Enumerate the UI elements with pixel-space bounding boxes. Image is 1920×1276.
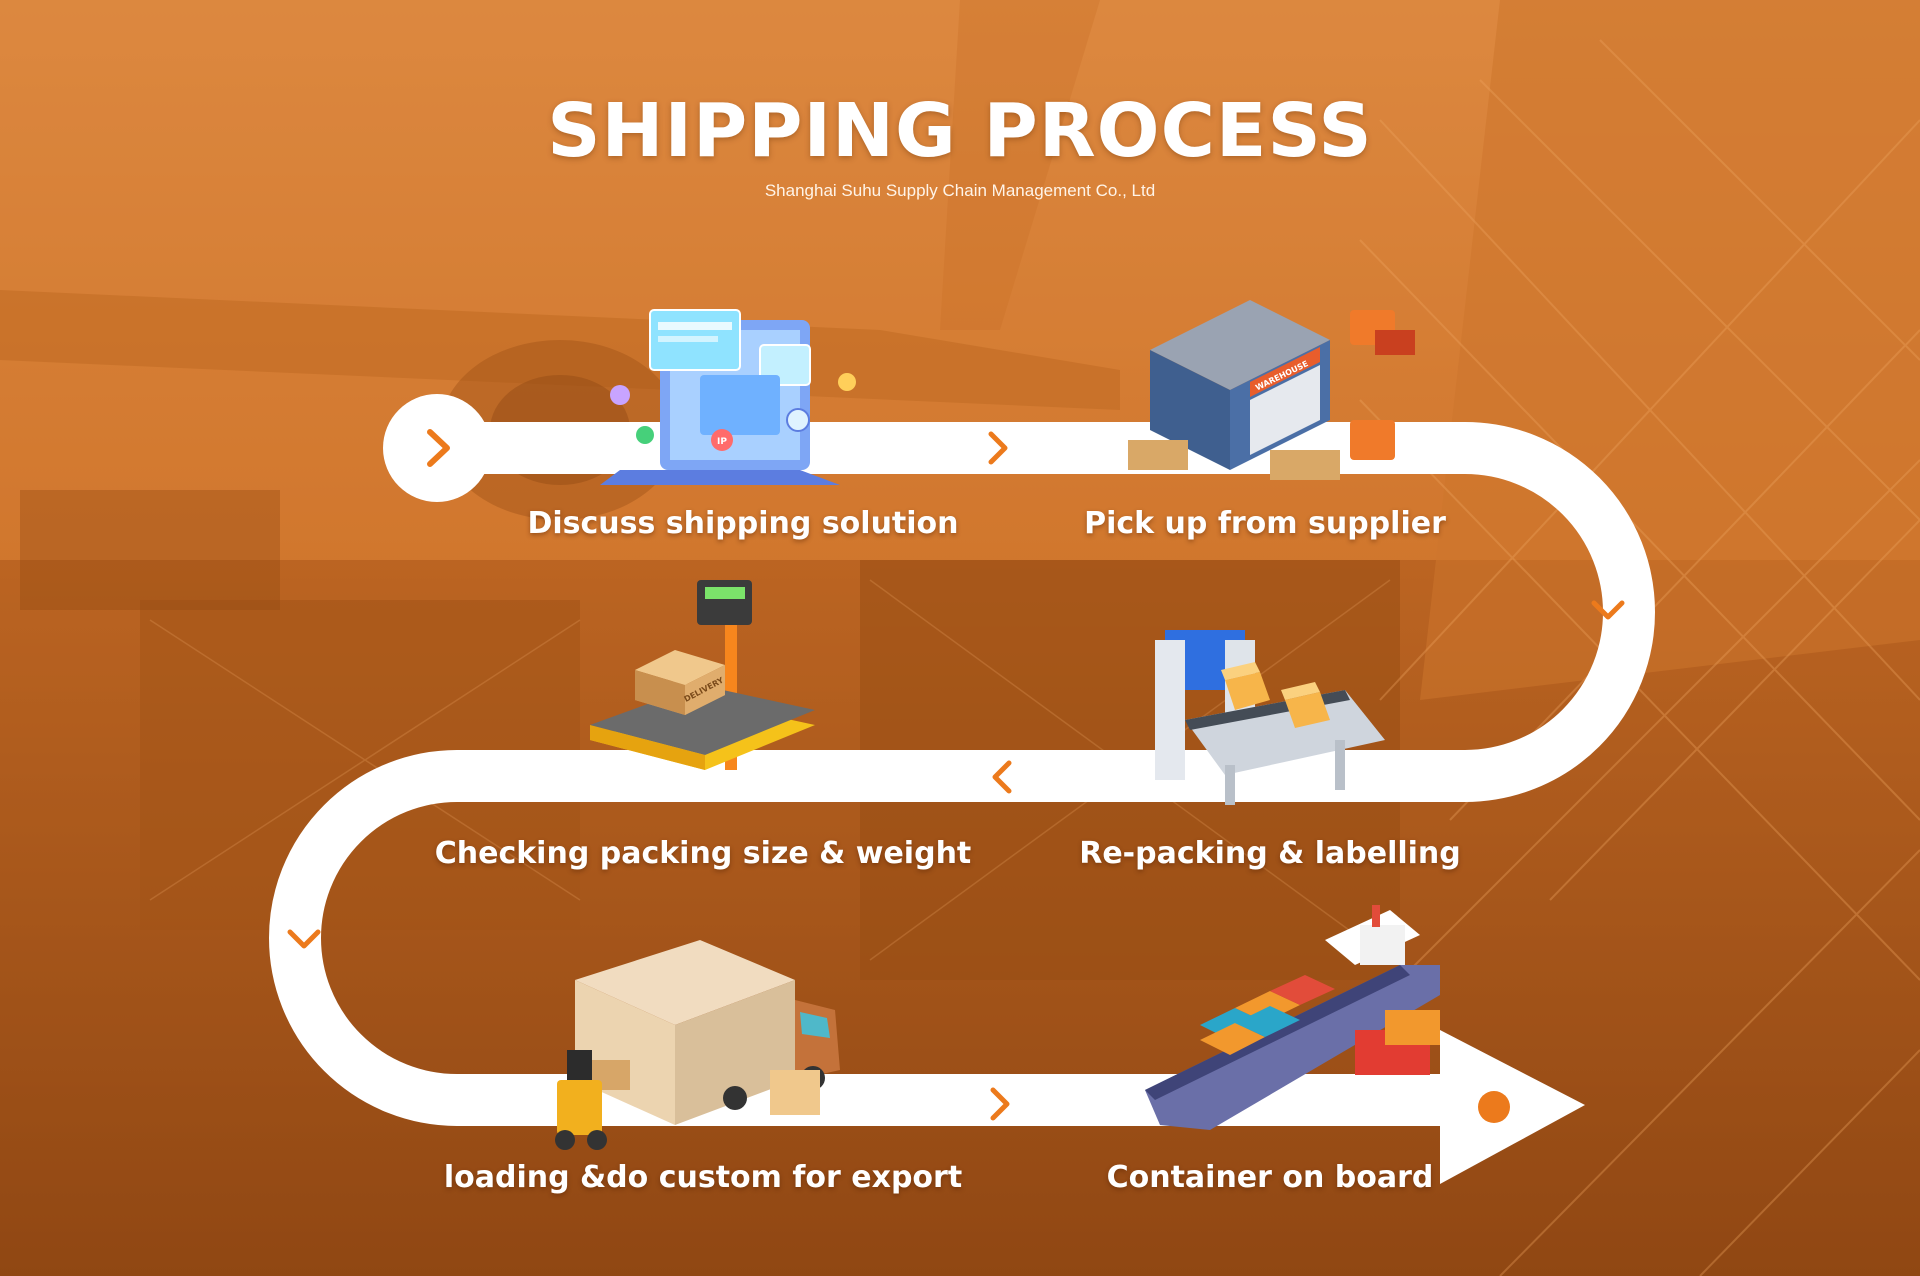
ip-badge: IP bbox=[717, 437, 727, 447]
step-label-loading: loading &do custom for export bbox=[423, 1160, 983, 1195]
warehouse-icon: WAREHOUSE bbox=[1120, 290, 1420, 500]
container-ship-icon bbox=[1140, 905, 1450, 1135]
conveyor-packing-icon bbox=[1145, 600, 1395, 820]
step-label-discuss: Discuss shipping solution bbox=[463, 506, 1023, 541]
end-dot bbox=[1478, 1091, 1510, 1123]
truck-forklift-icon bbox=[545, 930, 850, 1165]
step-label-checking: Checking packing size & weight bbox=[423, 836, 983, 871]
step-label-repacking: Re-packing & labelling bbox=[990, 836, 1550, 871]
start-circle bbox=[383, 394, 491, 502]
step-label-container: Container on board bbox=[990, 1160, 1550, 1195]
weighing-scale-icon: DELIVERY bbox=[585, 575, 825, 800]
step-label-pickup: Pick up from supplier bbox=[985, 506, 1545, 541]
laptop-online-icon: IP bbox=[600, 300, 870, 500]
